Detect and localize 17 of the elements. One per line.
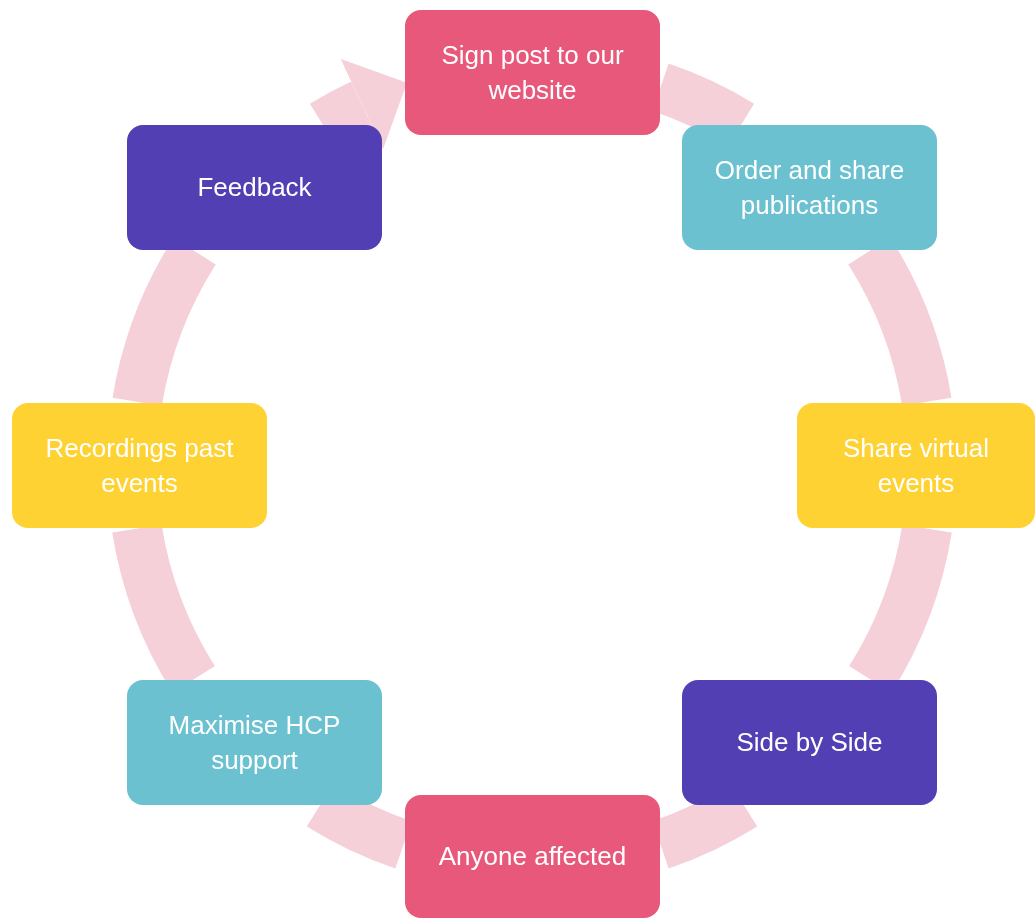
process-box bbox=[405, 795, 660, 918]
process-box bbox=[127, 125, 382, 250]
box-label: Recordings past events bbox=[44, 431, 235, 500]
box-label: Maximise HCP support bbox=[167, 708, 342, 777]
box-label: Side by Side bbox=[736, 726, 883, 759]
process-box bbox=[12, 403, 267, 528]
box-label: Share virtual events bbox=[842, 431, 990, 500]
box-label: Anyone affected bbox=[438, 840, 627, 873]
box-label: Feedback bbox=[197, 171, 312, 204]
process-box bbox=[682, 680, 937, 805]
process-box bbox=[405, 10, 660, 135]
box-label: Order and share publications bbox=[713, 153, 906, 222]
process-box bbox=[682, 125, 937, 250]
box-label: Sign post to our website bbox=[440, 38, 625, 107]
process-box bbox=[797, 403, 1035, 528]
cycle-arrow bbox=[310, 59, 407, 149]
process-box bbox=[127, 680, 382, 805]
